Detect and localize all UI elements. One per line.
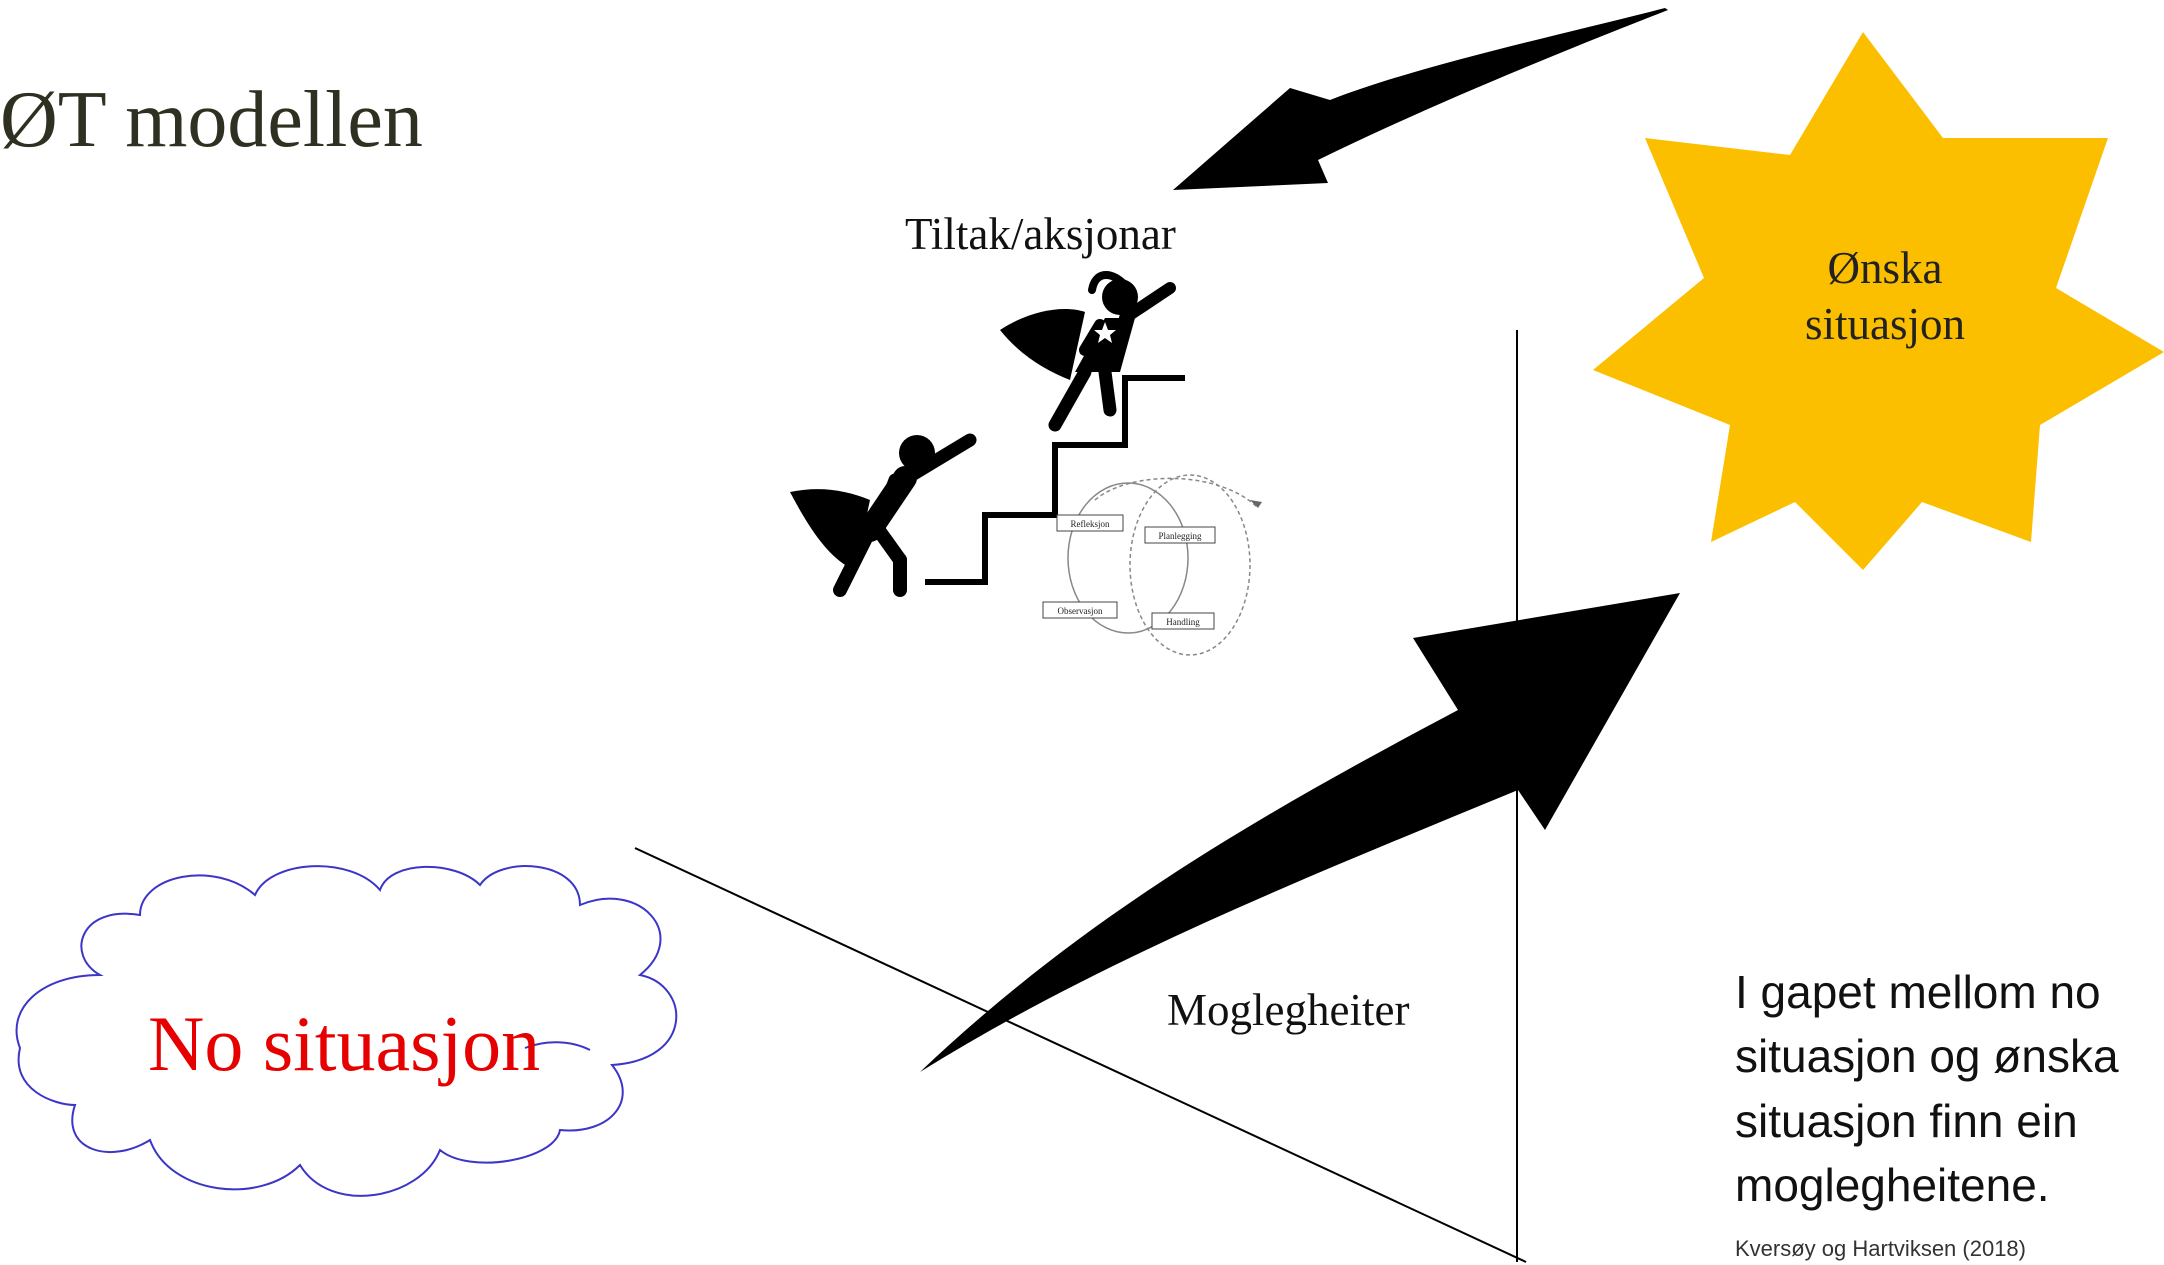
tiltak-label: Tiltak/aksjonar (905, 209, 1176, 259)
moglegheiter-label: Moglegheiter (1167, 985, 1410, 1035)
gap-description: I gapet mellom no situasjon og ønska sit… (1735, 966, 2119, 1212)
cycle-box-observasjon: Observasjon (1058, 606, 1103, 616)
cloud-shape (15, 865, 678, 1197)
onska-situasjon-label: Ønska situasjon (1804, 243, 1965, 350)
stairs-icon (925, 375, 1185, 585)
curved-arrow (1173, 8, 1668, 190)
diagonal-axis-line (634, 847, 1527, 1263)
citation: Kversøy og Hartviksen (2018) (1735, 1236, 2026, 1261)
upward-arrow (920, 593, 1680, 1072)
action-research-cycle: Refleksjon Planlegging Observasjon Handl… (1042, 474, 1262, 656)
no-situasjon-label: No situasjon (148, 1000, 541, 1087)
cloud-bump (524, 1041, 591, 1051)
superhero-lower-icon (790, 433, 977, 597)
cycle-box-refleksjon: Refleksjon (1071, 519, 1110, 529)
star-shape (1593, 32, 2164, 570)
cycle-box-handling: Handling (1166, 617, 1200, 627)
superhero-upper-icon (1000, 271, 1176, 432)
page-title: ØT modellen (0, 76, 423, 164)
cycle-box-planlegging: Planlegging (1159, 531, 1202, 541)
